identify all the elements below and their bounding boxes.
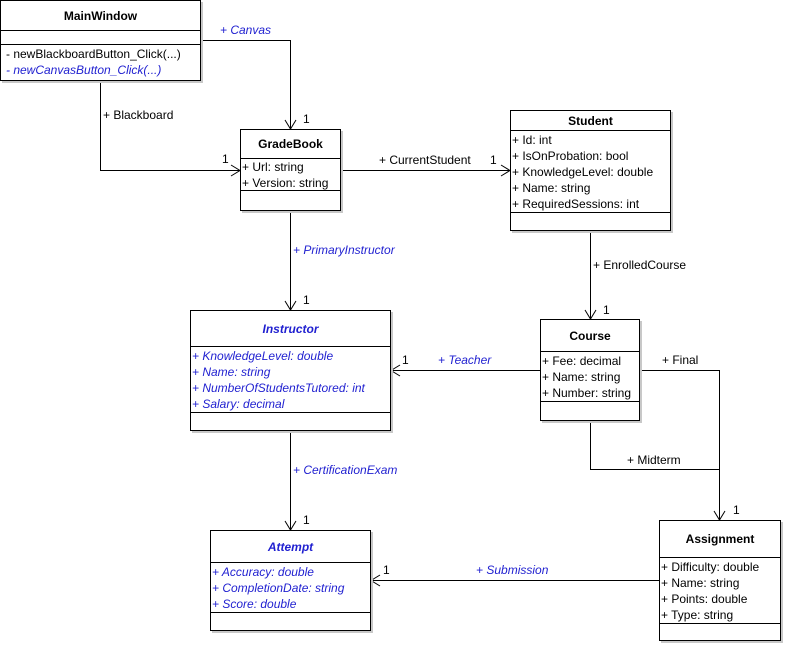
attribute-row: + KnowledgeLevel: double — [192, 349, 334, 363]
attribute-row: + Accuracy: double — [212, 565, 314, 579]
final-association-line — [640, 370, 720, 520]
mainwindow-class[interactable]: MainWindow - newBlackboardButton_Click(.… — [0, 0, 201, 81]
class-name: Course — [541, 320, 639, 352]
class-name: MainWindow — [1, 1, 200, 31]
attributes-compartment: + Difficulty: double + Name: string + Po… — [660, 558, 780, 624]
attribute-row: + Type: string — [661, 608, 734, 622]
gradebook-class[interactable]: GradeBook + Url: string + Version: strin… — [240, 129, 341, 211]
submission-role-label: + Submission — [476, 563, 549, 577]
certification-exam-role-label: + CertificationExam — [293, 463, 398, 477]
submission-arrowhead — [370, 574, 381, 587]
canvas-role-label: + Canvas — [220, 23, 272, 37]
enrolled-course-multiplicity: 1 — [603, 303, 610, 317]
attribute-row: + IsOnProbation: bool — [512, 149, 629, 163]
attributes-compartment: + KnowledgeLevel: double + Name: string … — [191, 347, 390, 413]
attribute-row: + Fee: decimal — [542, 354, 622, 368]
enrolled-course-role-label: + EnrolledCourse — [593, 258, 687, 272]
teacher-arrowhead — [390, 364, 401, 377]
attributes-compartment — [1, 31, 200, 45]
operations-compartment: - newBlackboardButton_Click(...) - newCa… — [1, 45, 200, 80]
blackboard-role-label: + Blackboard — [103, 108, 174, 122]
teacher-multiplicity: 1 — [402, 353, 409, 367]
assignment-multiplicity: 1 — [733, 503, 740, 517]
attribute-row: + Name: string — [192, 365, 271, 379]
midterm-role-label: + Midterm — [627, 453, 681, 467]
midterm-association-line — [590, 421, 720, 470]
attribute-row: + RequiredSessions: int — [512, 197, 640, 211]
attempt-class[interactable]: Attempt + Accuracy: double + CompletionD… — [210, 530, 371, 631]
submission-multiplicity: 1 — [383, 563, 390, 577]
course-class[interactable]: Course + Fee: decimal + Name: string + N… — [540, 319, 640, 421]
current-student-role-label: + CurrentStudent — [379, 153, 471, 167]
attribute-row: + Score: double — [212, 597, 297, 611]
attribute-row: + KnowledgeLevel: double — [512, 165, 654, 179]
class-name: Attempt — [211, 531, 370, 563]
attribute-row: + Name: string — [661, 576, 740, 590]
current-student-multiplicity: 1 — [490, 153, 497, 167]
attribute-row: + Points: double — [661, 592, 748, 606]
instructor-class[interactable]: Instructor + KnowledgeLevel: double + Na… — [190, 310, 391, 431]
attribute-row: + Difficulty: double — [661, 560, 760, 574]
canvas-association-line — [201, 40, 291, 129]
class-name: GradeBook — [241, 130, 340, 159]
teacher-role-label: + Teacher — [438, 353, 492, 367]
attribute-row: + Id: int — [512, 133, 552, 147]
canvas-multiplicity: 1 — [303, 112, 310, 126]
attributes-compartment: + Fee: decimal + Name: string + Number: … — [541, 352, 639, 402]
attribute-row: + Salary: decimal — [192, 397, 285, 411]
blackboard-multiplicity: 1 — [222, 152, 229, 166]
attribute-row: + NumberOfStudentsTutored: int — [192, 381, 365, 395]
operation-row: - newBlackboardButton_Click(...) — [6, 47, 181, 61]
final-role-label: + Final — [662, 353, 699, 367]
attribute-row: + CompletionDate: string — [212, 581, 345, 595]
primary-instructor-multiplicity: 1 — [303, 293, 310, 307]
attributes-compartment: + Accuracy: double + CompletionDate: str… — [211, 563, 370, 613]
primary-instructor-role-label: + PrimaryInstructor — [293, 243, 395, 257]
attribute-row: + Name: string — [542, 370, 621, 384]
blackboard-association-line — [100, 81, 240, 171]
class-name: Assignment — [660, 521, 780, 558]
attributes-compartment: + Id: int + IsOnProbation: bool + Knowle… — [511, 131, 670, 213]
class-name: Instructor — [191, 311, 390, 347]
attribute-row: + Version: string — [242, 176, 329, 190]
operation-row: - newCanvasButton_Click(...) — [6, 63, 162, 77]
attributes-compartment: + Url: string + Version: string — [241, 159, 340, 191]
attribute-row: + Name: string — [512, 181, 591, 195]
attribute-row: + Url: string — [242, 160, 304, 174]
certification-exam-multiplicity: 1 — [303, 513, 310, 527]
student-class[interactable]: Student + Id: int + IsOnProbation: bool … — [510, 110, 671, 231]
class-name: Student — [511, 111, 670, 131]
attribute-row: + Number: string — [542, 386, 632, 400]
assignment-class[interactable]: Assignment + Difficulty: double + Name: … — [659, 520, 781, 641]
